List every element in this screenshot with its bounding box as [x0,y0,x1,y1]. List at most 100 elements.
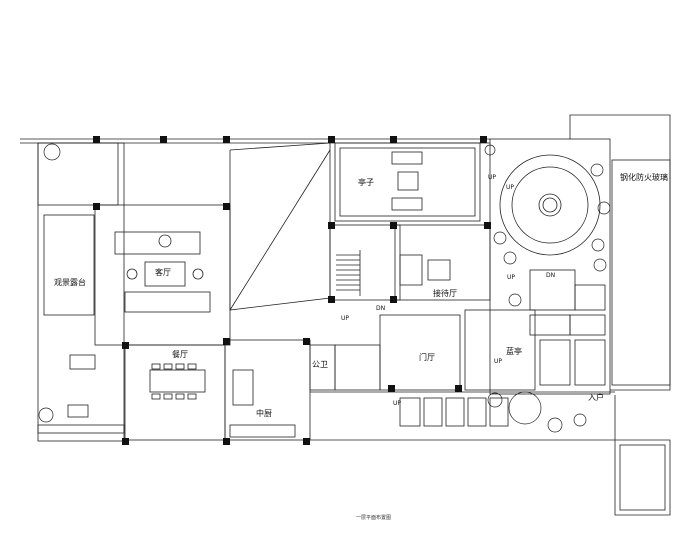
lamp-fixture [158,234,172,248]
column [122,342,129,349]
stepping-stone [489,397,509,427]
fountain-core [542,197,558,213]
kitchen-counter [229,424,296,438]
front-planter [619,444,666,511]
terrace-lounger [69,354,96,370]
living-sofa-top [114,231,201,255]
pavilion-sofa [391,197,423,211]
column [388,385,395,392]
stepping-stone [423,397,443,427]
tree-icon [38,407,54,423]
reception-sofa [399,254,423,286]
room-label-pavilion: 亭子 [358,178,374,187]
column [455,385,462,392]
column [93,136,100,143]
column [484,222,491,229]
dining-room-walls [124,344,226,441]
marker-dn-garden: DN [546,272,556,279]
tree-icon [508,391,542,425]
kitchen-island [232,369,254,406]
room-label-reception-hall: 接待厅 [433,289,457,298]
coffee-table [144,261,186,287]
foyer-walls [379,314,461,391]
column [390,136,397,143]
tree-icon [593,258,607,272]
column [303,338,310,345]
room-label-gazebo: 蓝亭 [506,347,522,356]
pavilion-sofa [391,151,423,165]
tree-icon [487,392,503,408]
column [480,136,487,143]
stair-core-walls [329,224,401,301]
stepping-stone [445,397,465,427]
garden-tile [574,339,606,386]
marker-up-garden: UP [506,184,515,191]
tree-icon [591,238,605,252]
column [223,338,230,345]
room-label-kitchen: 中厨 [256,409,272,418]
column [223,438,230,445]
column [223,136,230,143]
tree-icon [590,163,604,177]
terrace-planter-upper [37,142,119,206]
garden-tile [569,314,606,336]
terrace-bottom-planter [37,424,125,442]
room-label-living-room: 客厅 [155,268,171,277]
elevator-walls [334,344,381,391]
reception-chair [427,259,451,281]
tree-icon [573,413,587,427]
glass-wall [569,114,671,391]
column [328,296,335,303]
pavilion-outline [334,142,481,222]
tree-icon [493,231,507,245]
column [328,222,335,229]
tree-icon [503,251,517,265]
marker-up-entry-path: UP [393,400,402,407]
drawing-caption: 一层平面布置图 [356,515,392,521]
fountain-outer [499,154,601,256]
garden-tile [529,314,571,336]
dining-chairs [151,363,197,400]
room-label-dining-room: 餐厅 [172,350,188,359]
terrace-planter-lower [43,214,95,316]
label-entrance: 入户 [588,393,604,402]
marker-up-pavilion: UP [488,174,497,181]
column [303,438,310,445]
tree-icon [508,293,522,307]
column [328,136,335,143]
tree-icon [43,143,61,161]
stepping-stone [467,397,487,427]
pavilion-table [397,171,419,191]
column [223,203,230,210]
marker-up-reception: UP [507,274,516,281]
stair-treads [336,250,361,296]
stepping-stone [399,397,421,427]
room-label-powder-room: 公卫 [312,360,328,369]
dining-table [149,369,206,393]
column [160,136,167,143]
marker-up-stair: UP [341,315,350,322]
column [390,296,397,303]
fountain-inner [538,193,562,217]
tree-icon [547,417,563,433]
lamp-fixture [192,268,204,280]
pavilion-inner [339,147,476,217]
label-tempered-glass: 钢化防火玻璃 [620,173,668,182]
marker-up-gazebo: UP [494,358,503,365]
garden-tile [574,284,606,311]
column [93,203,100,210]
void-diagonal [229,149,331,311]
marker-dn-reception: DN [376,305,386,312]
column [122,438,129,445]
tree-icon [484,144,496,156]
column [390,222,397,229]
tempered-glass-panel [611,159,671,386]
front-boundary [614,395,671,516]
garden-outline [489,138,611,395]
lamp-fixture [126,268,138,280]
void-outline [229,142,331,311]
room-label-foyer: 门厅 [419,353,435,362]
garden-tile [539,339,571,386]
observation-deck-outline [37,142,125,434]
